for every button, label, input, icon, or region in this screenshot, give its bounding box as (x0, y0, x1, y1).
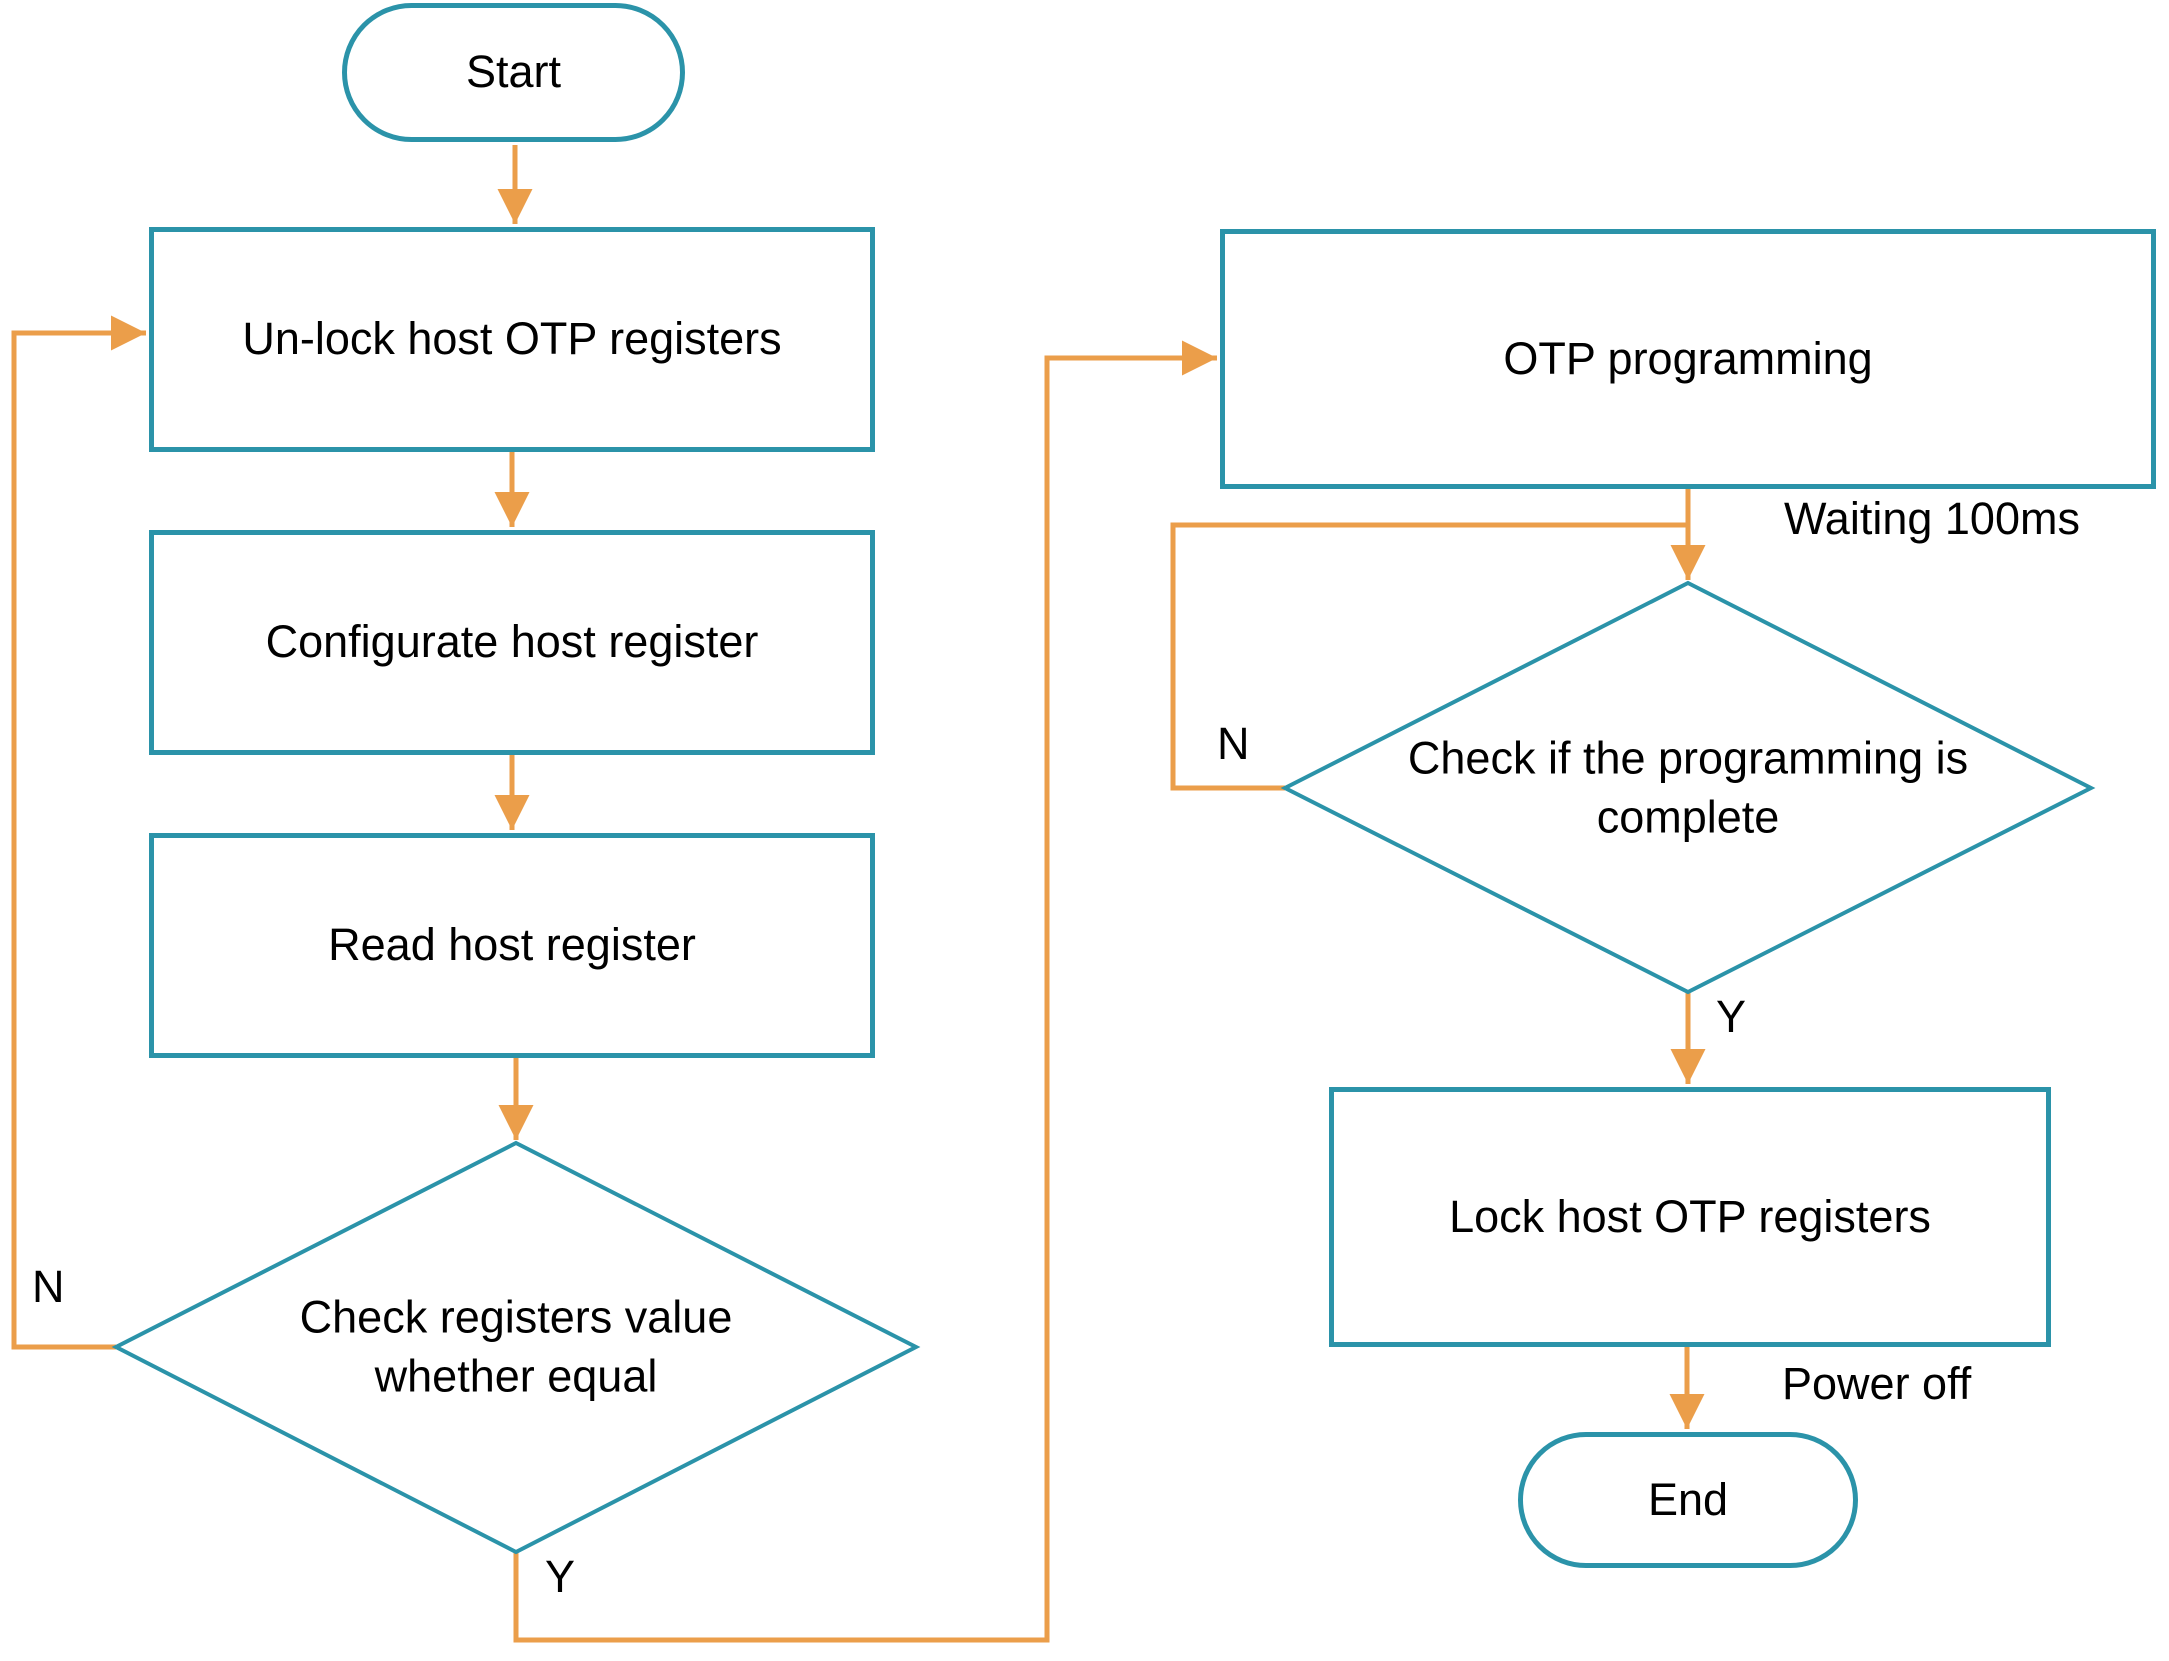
configurate-label: Configurate host register (265, 616, 759, 668)
otp-programming-label: OTP programming (1503, 332, 1873, 384)
edge-yes-to-otp-programming (513, 340, 1217, 1643)
end-node: End (1518, 1432, 1858, 1568)
unlock-label: Un-lock host OTP registers (242, 313, 782, 365)
check-registers-label: Check registers value whether equal (299, 1291, 733, 1402)
waiting-annotation: Waiting 100ms (1784, 493, 2080, 544)
end-label: End (1647, 1473, 1729, 1525)
power-off-annotation: Power off (1782, 1358, 1972, 1409)
branch-label-y-check-complete: Y (1716, 991, 1747, 1042)
edge-no-loop-to-unlock (11, 315, 146, 1350)
branch-label-n-check-registers: N (32, 1261, 65, 1312)
configurate-node: Configurate host register (149, 530, 875, 755)
start-label: Start (465, 46, 562, 98)
read-label: Read host register (328, 919, 696, 971)
decision-check-complete (1280, 580, 2096, 995)
start-node: Start (342, 3, 685, 142)
lock-label: Lock host OTP registers (1449, 1190, 1931, 1242)
branch-label-n-check-complete: N (1217, 718, 1250, 769)
branch-label-y-check-registers: Y (545, 1551, 576, 1602)
edge-no-loop-to-check-complete (1170, 522, 1690, 791)
read-node: Read host register (149, 833, 875, 1058)
lock-node: Lock host OTP registers (1329, 1087, 2051, 1347)
decision-check-registers (111, 1140, 921, 1555)
unlock-node: Un-lock host OTP registers (149, 227, 875, 452)
check-complete-label: Check if the programming is complete (1407, 732, 1969, 843)
otp-programming-node: OTP programming (1220, 229, 2156, 489)
